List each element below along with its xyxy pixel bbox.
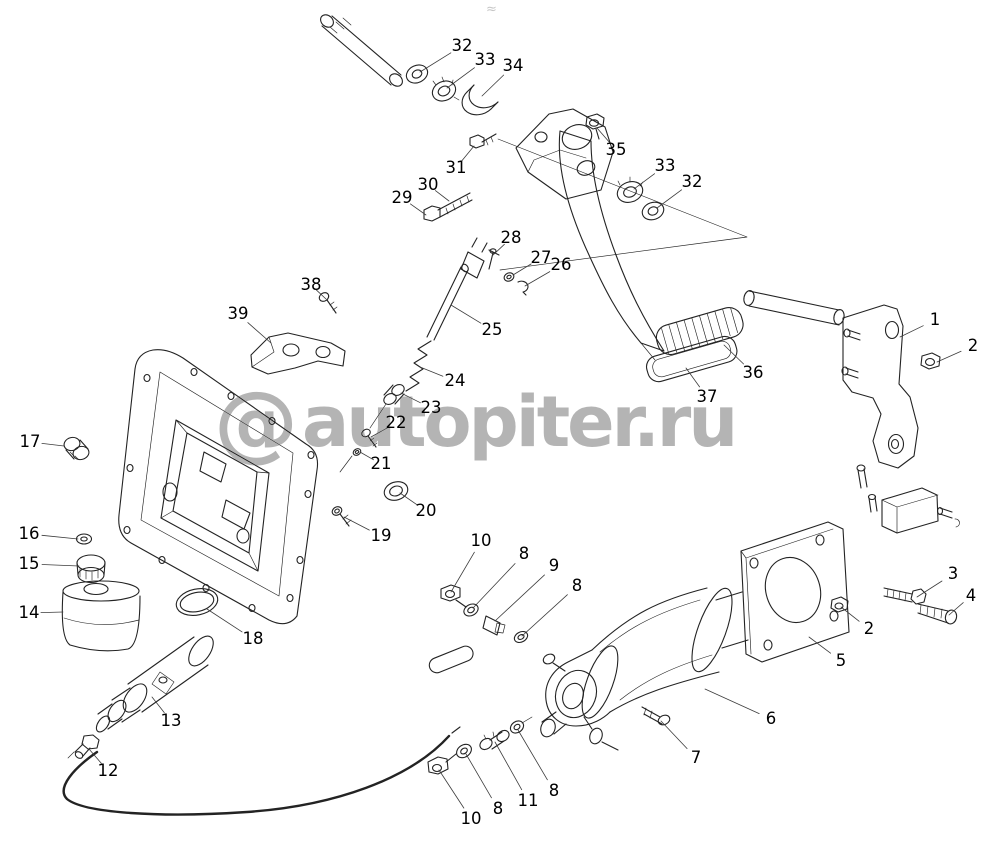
part-bracket-39 <box>250 332 346 375</box>
leader-line <box>450 551 475 593</box>
leader-line <box>461 145 475 161</box>
leader-line <box>517 729 548 781</box>
leader-line <box>206 608 243 633</box>
part-pivot-bracket <box>515 108 614 200</box>
part-clevis-and-pin <box>460 237 529 296</box>
leader-line <box>400 392 421 404</box>
leader-line <box>419 366 444 377</box>
leader-line <box>704 688 760 714</box>
leader-line <box>899 325 924 338</box>
part-bolt-35 <box>585 113 605 140</box>
leader-line <box>494 741 523 791</box>
leader-line <box>491 243 505 257</box>
part-flange-plate-5 <box>740 521 850 663</box>
leader-line <box>315 289 327 300</box>
leader-line <box>840 606 860 622</box>
leader-line <box>41 534 79 540</box>
leader-line <box>660 720 688 749</box>
leader-line <box>524 271 551 287</box>
leader-line <box>472 563 516 609</box>
part-bolt-2-top <box>920 352 941 370</box>
alignment-lines <box>497 138 748 271</box>
part-pins-and-block <box>856 464 960 534</box>
part-master-cylinder-13 <box>95 635 214 733</box>
leader-line <box>438 769 465 809</box>
leader-line <box>419 52 452 73</box>
part-hose-fittings-upper <box>440 584 566 672</box>
part-bolt-7 <box>641 706 671 726</box>
part-gasket-slot <box>428 645 474 674</box>
leader-line <box>916 580 943 598</box>
part-bolt-2-bottom <box>830 596 849 613</box>
part-sleeve-23 <box>339 384 405 473</box>
leader-line <box>88 748 102 764</box>
part-bushing-33-right <box>616 176 644 203</box>
leader-line <box>596 127 610 143</box>
leader-line <box>512 263 532 276</box>
leader-line <box>40 611 64 613</box>
part-bracket-1 <box>841 304 919 469</box>
part-bolt-3 <box>883 587 927 605</box>
part-clutch-booster-6 <box>540 587 749 751</box>
leader-line <box>359 451 375 461</box>
leader-line <box>808 636 831 654</box>
part-filler-cap-15 <box>76 554 106 584</box>
part-oring-18 <box>175 588 219 616</box>
top-watermark-fragment: ≈ <box>486 2 497 17</box>
leader-line <box>41 564 80 567</box>
leader-line <box>948 602 964 616</box>
part-pushrod-right <box>743 290 845 326</box>
leader-line <box>399 492 418 506</box>
part-hose-fittings-lower <box>427 716 533 775</box>
leader-line <box>723 344 744 365</box>
leader-line <box>370 427 388 438</box>
part-washer-20 <box>383 481 409 501</box>
callout-leader-lines <box>40 52 964 809</box>
part-washer-32-top <box>405 64 429 84</box>
part-bolt-19 <box>331 506 352 527</box>
leader-line <box>521 594 568 637</box>
leader-line <box>41 442 65 447</box>
leader-line <box>247 322 272 344</box>
part-bolt-4 <box>917 603 958 625</box>
part-plug-17 <box>63 436 90 461</box>
leader-line <box>446 67 475 89</box>
part-bolt-38 <box>318 292 338 314</box>
part-bolts-29-30-31 <box>423 133 497 222</box>
leader-line <box>656 189 682 209</box>
part-reservoir-14 <box>61 580 141 652</box>
leader-line <box>465 753 492 799</box>
leader-line <box>481 74 505 97</box>
part-washer-32-right <box>641 201 665 221</box>
part-fitting-12 <box>67 734 100 759</box>
leader-line <box>434 190 450 202</box>
leader-line <box>343 516 370 531</box>
part-floor-panel <box>118 349 319 625</box>
leader-line <box>633 173 655 190</box>
leader-line <box>151 696 165 713</box>
leader-line <box>936 350 962 363</box>
part-pedal-pad-36 <box>655 307 744 356</box>
part-pedal-shaft <box>320 14 403 87</box>
part-spring-24 <box>405 340 432 392</box>
part-bolt-22-washer-21 <box>352 428 378 456</box>
part-pushrod-25 <box>426 263 469 341</box>
part-cap-seal-16 <box>75 533 93 545</box>
leader-line <box>450 304 482 324</box>
leader-line <box>494 574 545 622</box>
part-hose <box>62 726 461 816</box>
part-pedal-plate-37 <box>645 335 738 383</box>
leader-line <box>409 203 427 216</box>
leader-line <box>685 367 700 388</box>
part-clamp-34 <box>461 84 499 116</box>
part-bushing-33-top <box>431 76 460 102</box>
